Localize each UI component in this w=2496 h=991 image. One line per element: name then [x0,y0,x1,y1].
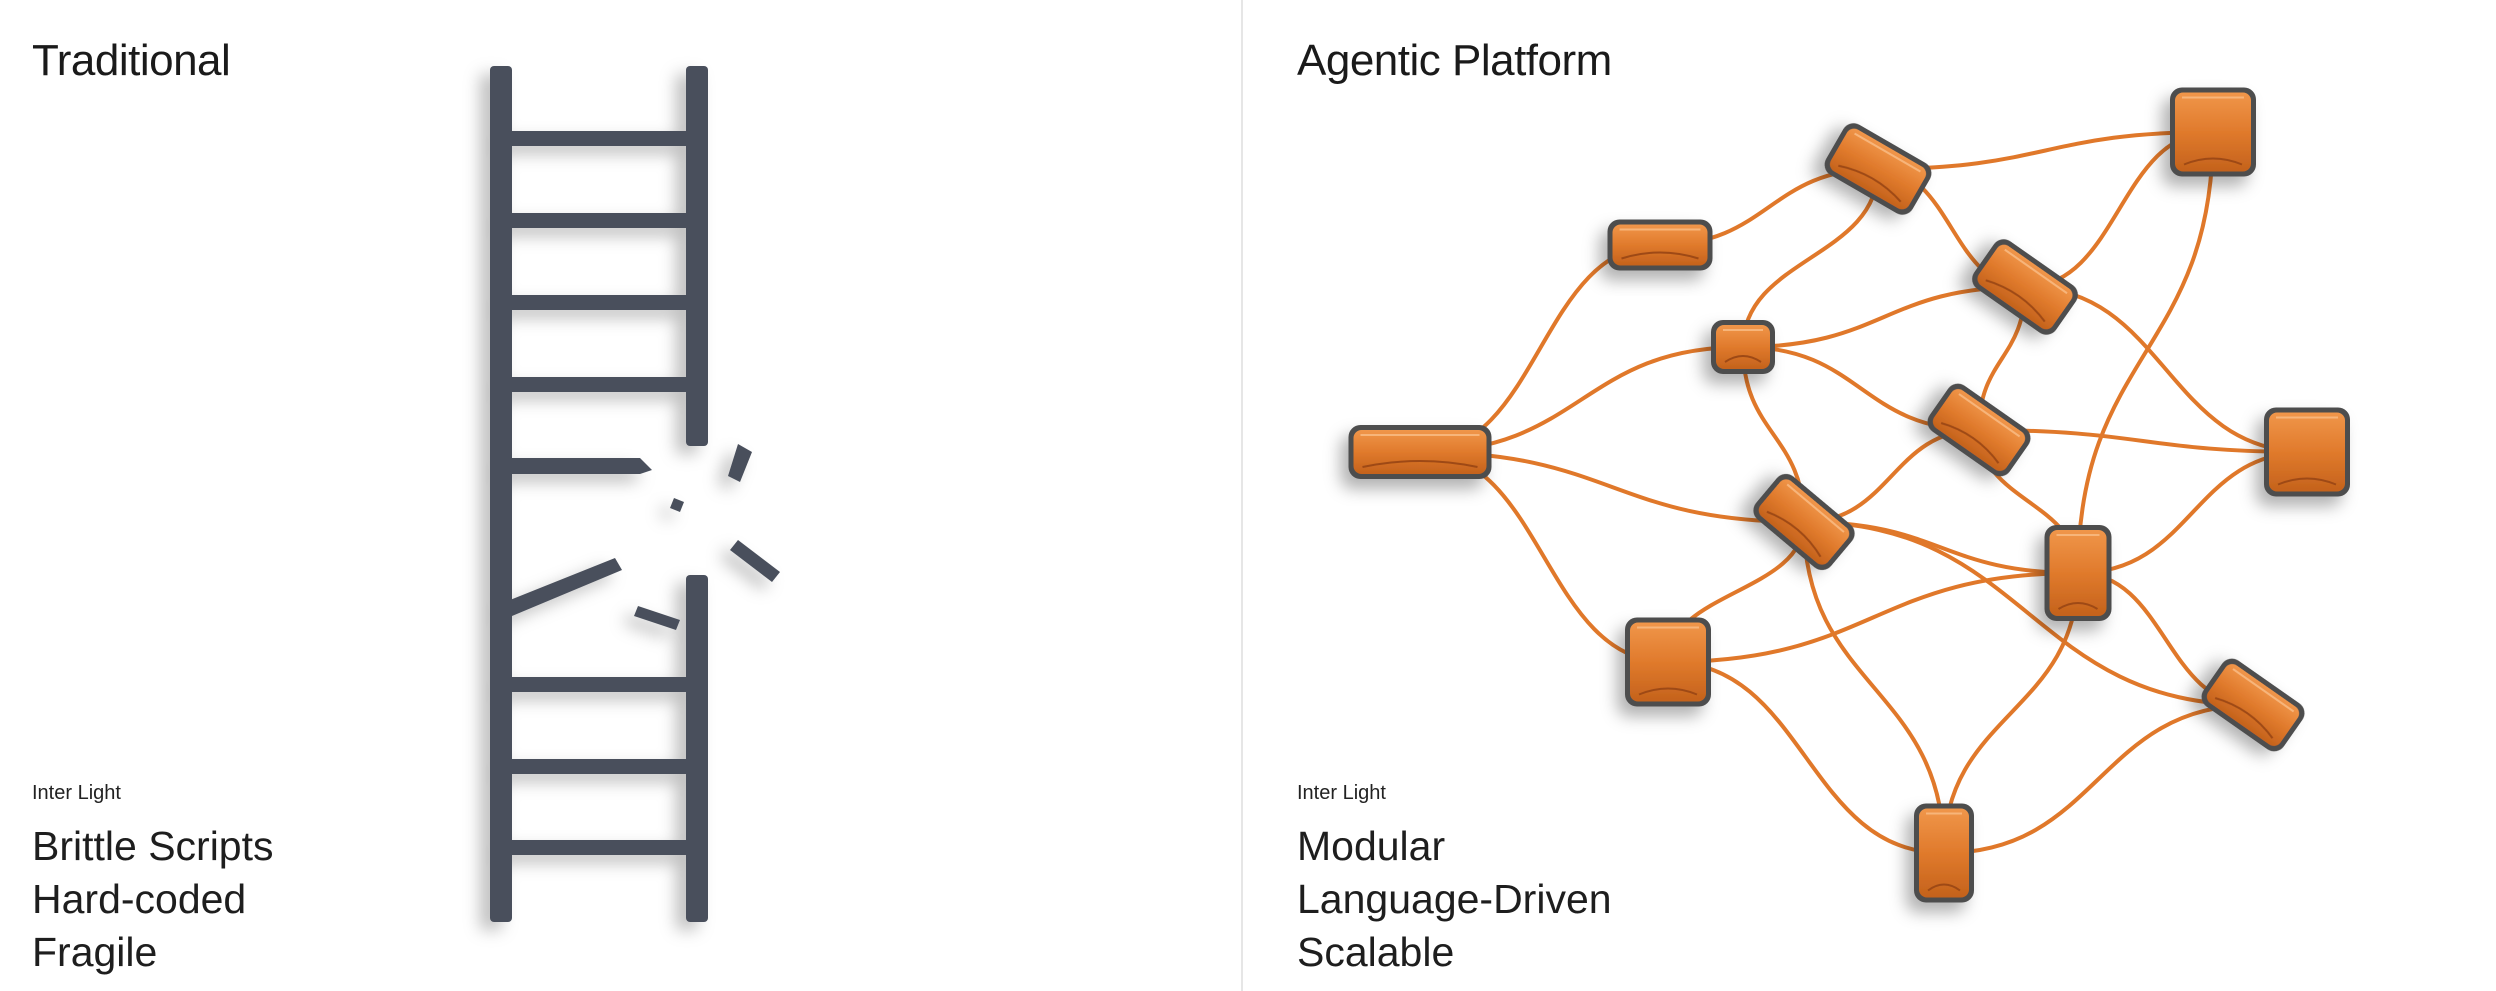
module-node [2201,658,2305,752]
connection-line [1942,571,2080,855]
ladder-right-rail-lower [686,575,708,922]
ladder-right-rail-upper [686,66,708,446]
connection-line [1666,660,1946,855]
connection-line [2076,130,2215,575]
ladder-rung [510,131,688,146]
ladder-rung [510,759,688,774]
trait-brittle-scripts: Brittle Scripts [32,823,274,869]
connection-line [1977,428,2309,454]
connection-line [1741,167,1880,349]
connection-line [1741,285,2027,349]
module-node [1914,803,1974,903]
trait-fragile: Fragile [32,929,158,975]
module-node [1607,219,1713,271]
ladder-fragment [730,540,780,582]
connection-line [1666,571,2080,664]
agentic-title: Agentic Platform [1297,36,1612,85]
module-node [1824,123,1932,215]
panel-divider [1241,0,1243,991]
ladder-left-rail [490,66,512,922]
agentic-panel: Agentic Platform Inter Light Modular Lan… [1243,0,2496,991]
module-node [1972,239,2078,335]
agentic-traits: Modular Language-Driven Scalable [1297,820,1612,979]
ladder-rung [510,377,688,392]
module-node [1711,320,1775,374]
ladder-fragment [688,430,704,446]
module-node [2170,87,2256,177]
trait-scalable: Scalable [1297,929,1455,975]
traditional-title: Traditional [32,36,231,85]
module-node [1625,617,1711,707]
module-node [1348,425,1492,479]
connection-line [1802,520,1946,855]
trait-modular: Modular [1297,823,1446,869]
ladder-fragment [728,444,752,482]
module-node [2044,525,2112,621]
ladder-fragment [634,606,680,630]
ladder-fragment [670,498,684,512]
broken-ladder-illustration [490,66,780,922]
traditional-traits: Brittle Scripts Hard-coded Fragile [32,820,274,979]
ladder-rung [510,840,688,855]
connection-line [1802,520,2255,707]
module-network-illustration [1348,87,2350,903]
connection-line [1876,130,2215,171]
trait-language-driven: Language-Driven [1297,876,1612,922]
traditional-panel: Traditional Inter Light Brittle Scripts … [0,0,1241,991]
connection-line [1418,243,1662,454]
ladder-rung [510,213,688,228]
ladder-rung [510,295,688,310]
broken-rung-lower [510,558,622,616]
broken-rung-upper [510,458,652,474]
trait-hard-coded: Hard-coded [32,876,247,922]
traditional-font-label: Inter Light [32,782,121,804]
module-node [2264,407,2350,497]
connection-line [1942,703,2255,855]
module-node [1927,383,2031,477]
module-node [1753,473,1855,571]
ladder-rung [510,677,688,692]
agentic-font-label: Inter Light [1297,782,1386,804]
